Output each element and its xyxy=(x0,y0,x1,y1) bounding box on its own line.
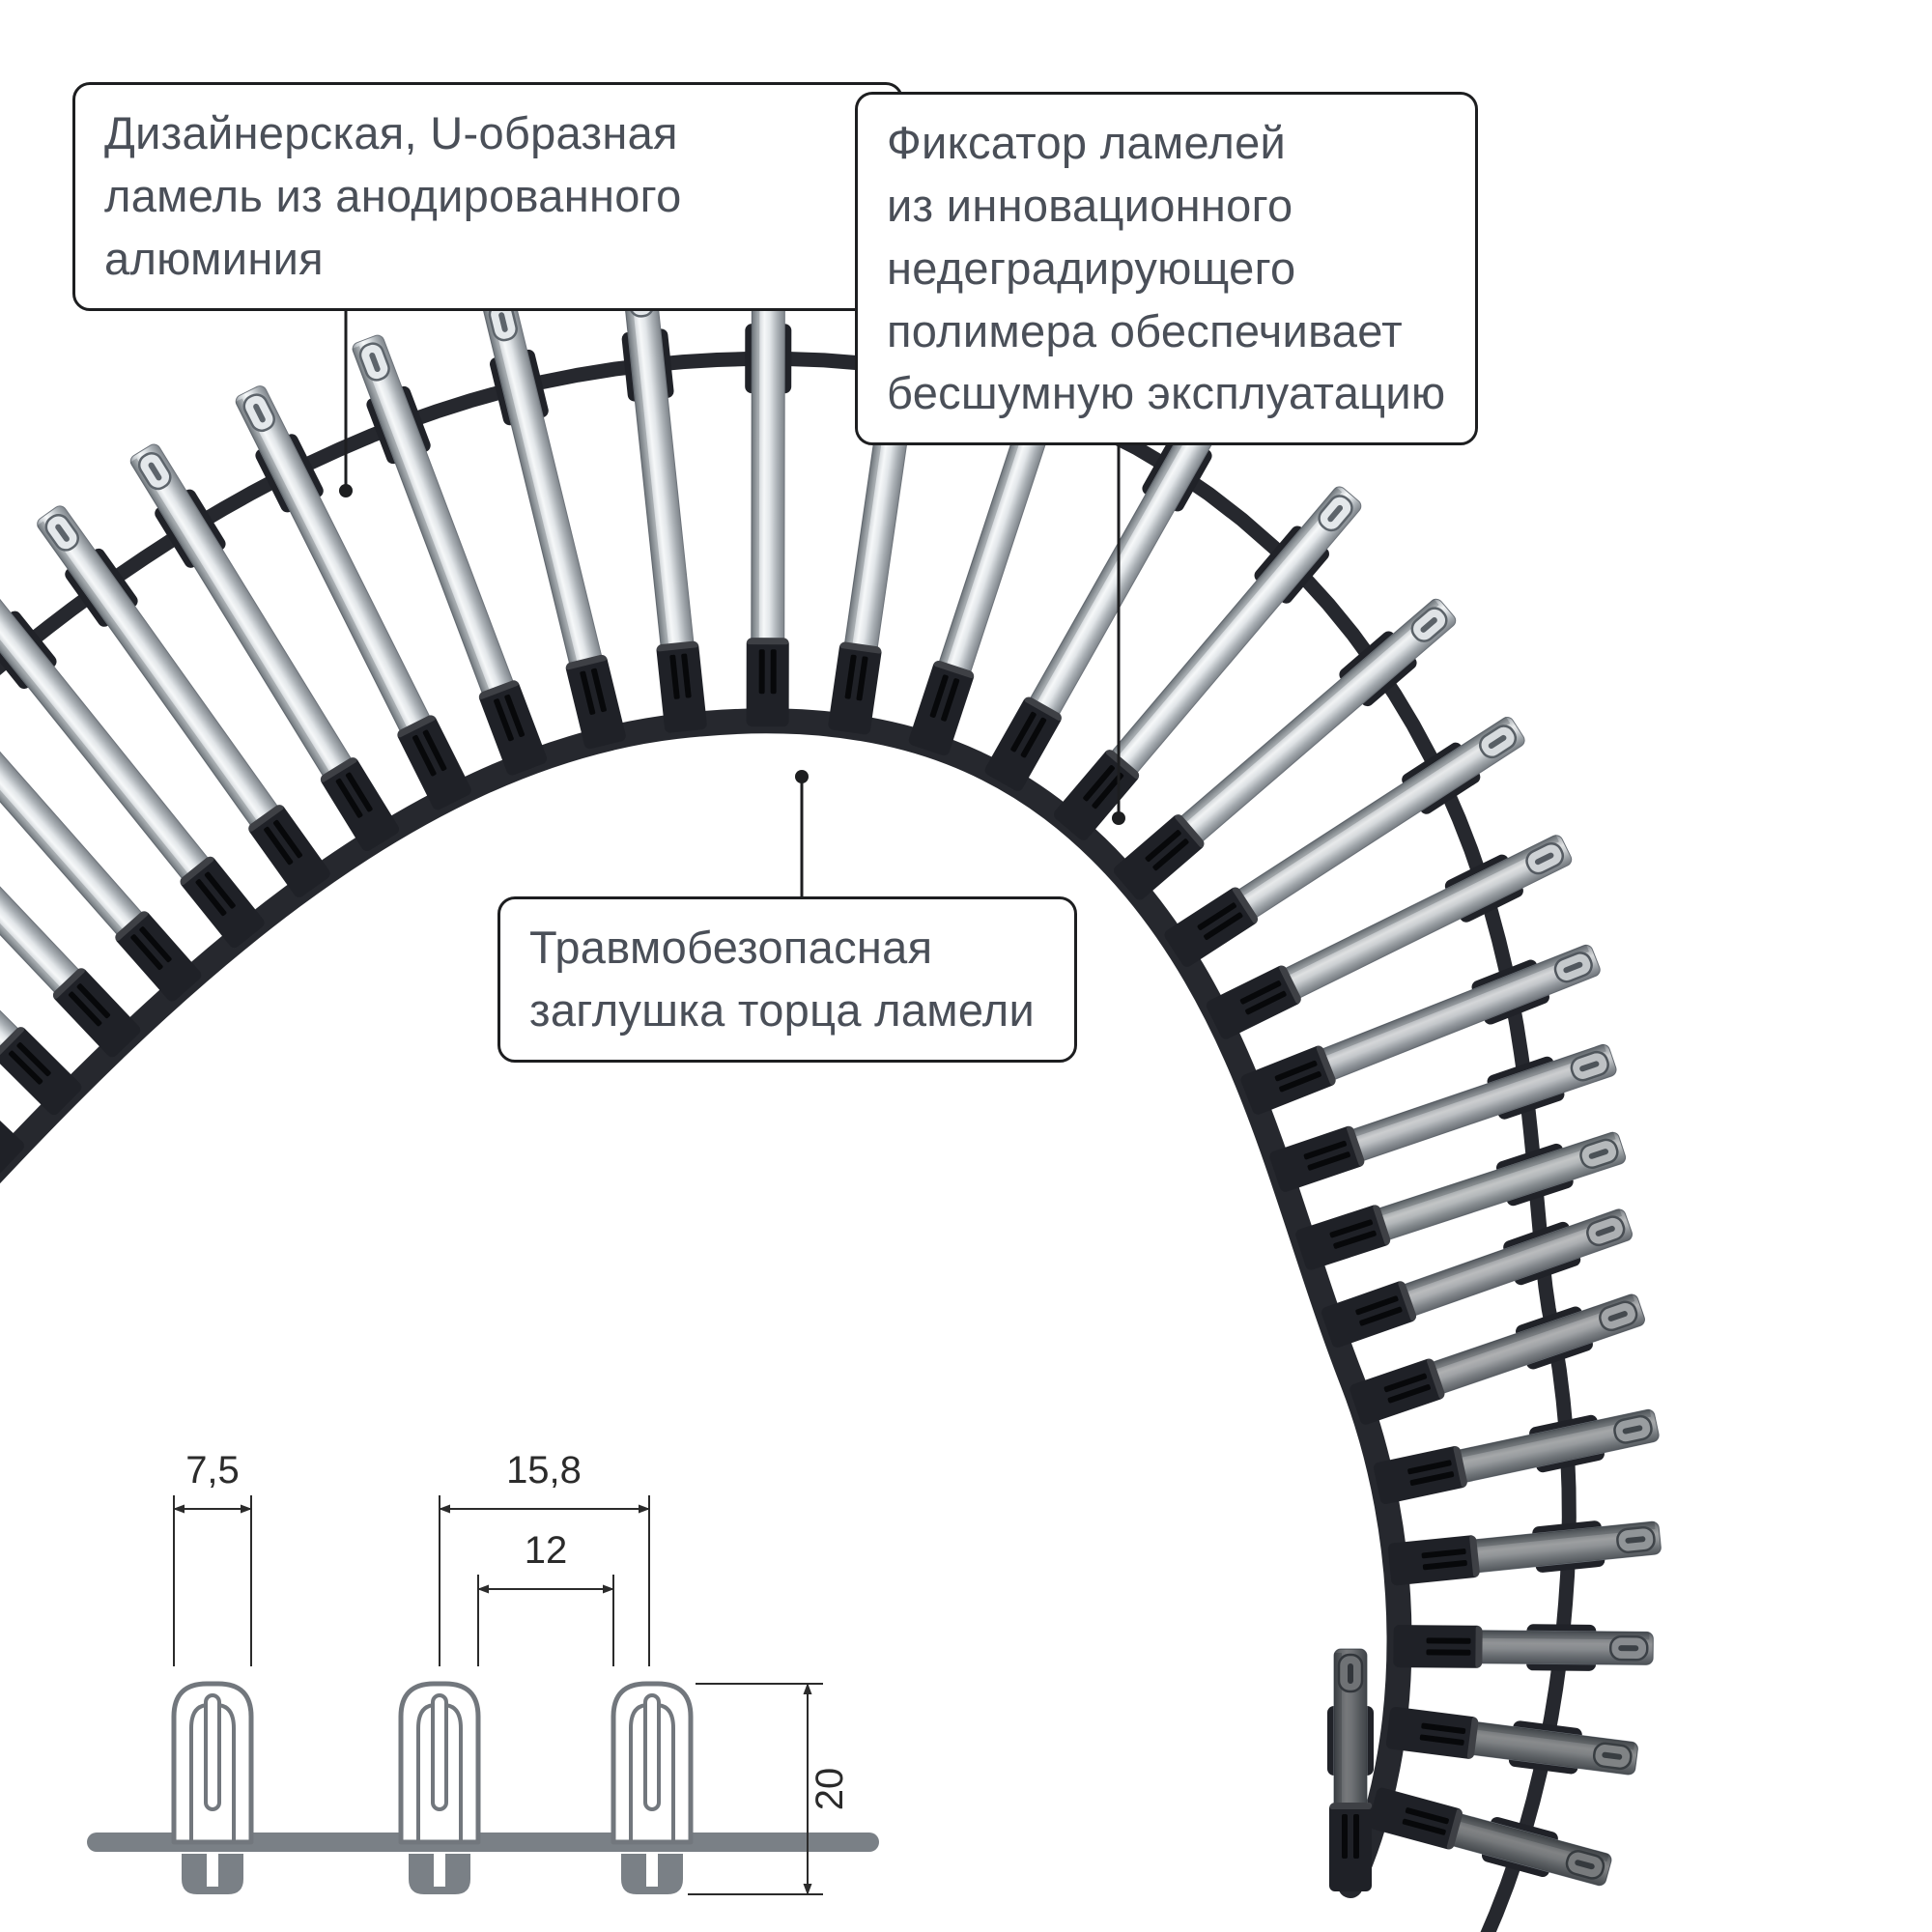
lamella-fixator-clip xyxy=(1387,1535,1480,1586)
lamella-fixator-clip xyxy=(114,910,202,1002)
dim-label-height: 20 xyxy=(809,1768,851,1811)
lamella-fixator-clip xyxy=(396,714,471,810)
slat xyxy=(1343,1208,1634,1337)
dimension-lines xyxy=(173,1495,823,1895)
section-profile-2 xyxy=(401,1684,478,1894)
lamella-fixator-clip xyxy=(828,641,882,735)
callout-lamella-line-3: алюминия xyxy=(104,232,324,284)
slat xyxy=(0,835,6,1156)
slat xyxy=(1317,1131,1627,1260)
lamella-fixator-clip xyxy=(1373,1445,1468,1505)
slat-layer xyxy=(0,266,1662,1887)
slat xyxy=(1184,717,1525,952)
far-clip-layer xyxy=(0,324,1605,1877)
slat xyxy=(1070,486,1362,821)
lamella-fixator-clip xyxy=(1385,1706,1479,1760)
slat xyxy=(235,385,458,789)
cross-section-drawing: 7,5 15,8 12 20 xyxy=(87,1449,879,1894)
slat xyxy=(129,443,384,831)
leader-lines xyxy=(339,282,1125,896)
section-profile-1 xyxy=(174,1684,251,1894)
leader-dot-lamella xyxy=(339,484,353,497)
rolled-grille-render xyxy=(0,266,1662,1932)
callout-fixator-line-2: из инновационного xyxy=(887,179,1293,231)
lamella-fixator-clip xyxy=(908,660,975,755)
lamella-fixator-clip xyxy=(51,967,141,1058)
leader-dot-endcap xyxy=(795,770,809,783)
callout-fixator-line-1: Фиксатор ламелей xyxy=(887,117,1287,168)
slat xyxy=(37,505,314,878)
leader-dot-fixator xyxy=(1112,811,1125,825)
callout-endcap-line-2: заглушка торца ламели xyxy=(529,983,1036,1036)
base-clip-layer xyxy=(0,638,1483,1891)
lamella-fixator-clip xyxy=(656,640,707,733)
lamella-fixator-clip xyxy=(1113,812,1206,900)
callout-endcap-line-1: Травмобезопасная xyxy=(529,922,933,973)
slat xyxy=(1291,1043,1617,1181)
callout-lamella-line-1: Дизайнерская, U-образная xyxy=(104,107,678,158)
lamella-fixator-clip xyxy=(179,855,265,949)
lamella-fixator-clip xyxy=(1164,886,1260,967)
slat xyxy=(1262,944,1601,1103)
slat xyxy=(1227,835,1573,1026)
callout-fixator-line-4: полимера обеспечивает xyxy=(887,304,1403,356)
lamella-fixator-clip xyxy=(477,679,548,776)
lamella-fixator-clip xyxy=(1206,964,1302,1039)
dim-label-pitch: 15,8 xyxy=(506,1449,582,1492)
callout-fixator: Фиксатор ламелей из инновационного недег… xyxy=(855,92,1478,446)
lamella-fixator-clip xyxy=(1240,1044,1337,1115)
lamella-fixator-clip xyxy=(0,1087,24,1175)
callout-lamella: Дизайнерская, U-образная ламель из аноди… xyxy=(72,82,903,311)
callout-endcap: Травмобезопасная заглушка торца ламели xyxy=(497,896,1077,1063)
near-polymer-band xyxy=(0,708,1412,1898)
callout-lamella-line-2: ламель из анодированного xyxy=(104,169,682,221)
lamella-fixator-clip xyxy=(1295,1204,1391,1270)
lamella-fixator-clip xyxy=(746,638,789,727)
lamella-fixator-clip xyxy=(984,696,1064,791)
lamella-fixator-clip xyxy=(1368,1787,1463,1851)
dim-label-slot-width: 7,5 xyxy=(185,1449,240,1492)
lamella-fixator-clip xyxy=(319,755,400,851)
callout-fixator-line-3: недеградирующего xyxy=(887,242,1296,294)
lamella-fixator-clip xyxy=(247,803,330,897)
lamella-fixator-clip xyxy=(0,1025,82,1116)
lamella-fixator-clip xyxy=(1350,1357,1446,1425)
lamella-fixator-clip xyxy=(1393,1625,1483,1668)
lamella-fixator-clip xyxy=(565,654,626,750)
callout-fixator-line-5: бесшумную эксплуатацию xyxy=(887,367,1446,419)
dim-label-gap: 12 xyxy=(525,1529,568,1572)
lamella-fixator-clip xyxy=(1329,1803,1372,1891)
section-profile-3 xyxy=(613,1684,691,1894)
lamella-fixator-clip xyxy=(1321,1280,1417,1348)
lamella-fixator-clip xyxy=(1269,1124,1366,1192)
